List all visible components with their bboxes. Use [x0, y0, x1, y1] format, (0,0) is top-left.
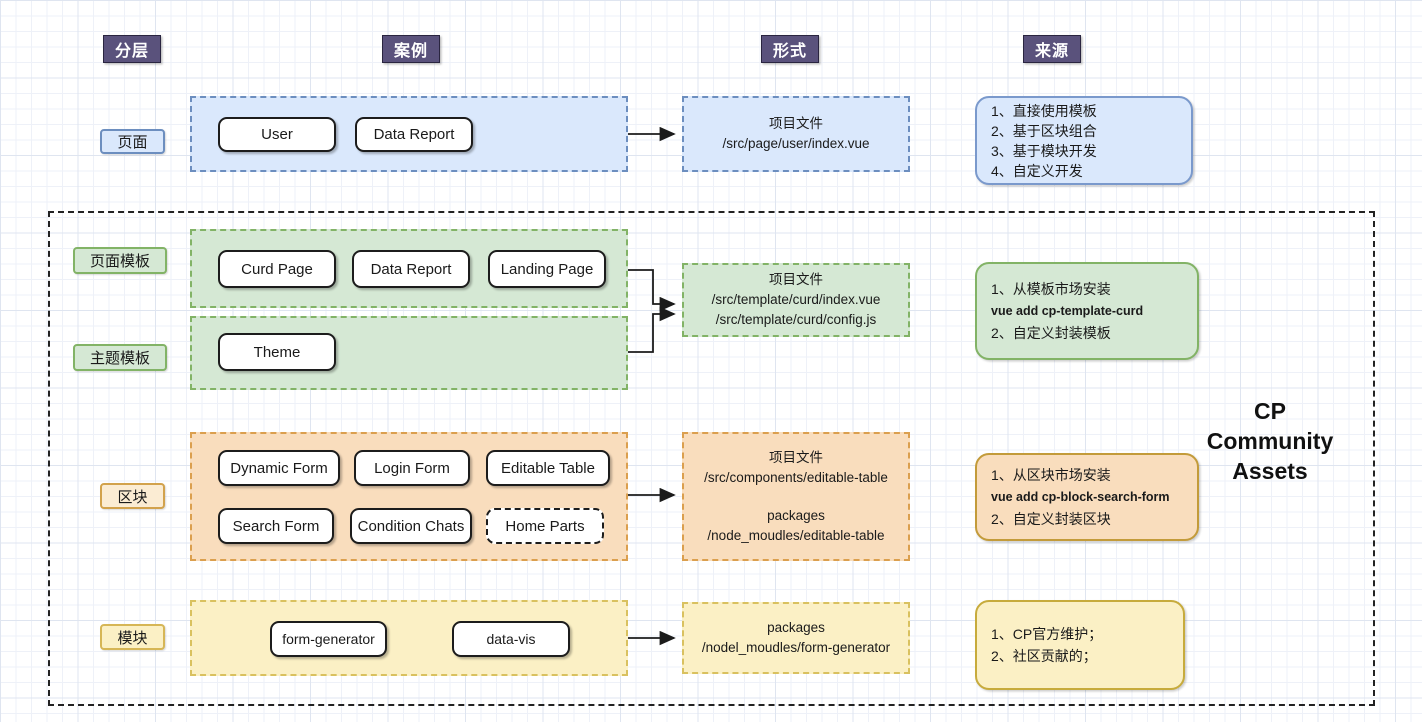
- form-box-page: 项目文件 /src/page/user/index.vue: [682, 96, 910, 172]
- row-label-block: 区块: [100, 483, 165, 509]
- source-box-page: 1、直接使用模板 2、基于区块组合 3、基于模块开发 4、自定义开发: [975, 96, 1193, 185]
- node-editable-table-label: Editable Table: [501, 459, 595, 477]
- community-boundary: [48, 211, 1375, 706]
- node-curd-page: Curd Page: [218, 250, 336, 288]
- node-dynamic-form-label: Dynamic Form: [230, 459, 328, 477]
- form-box-block: 项目文件 /src/components/editable-table pack…: [682, 432, 910, 561]
- source-box-block-line3: 2、自定义封装区块: [991, 511, 1111, 527]
- form-box-module-title: packages: [767, 620, 825, 635]
- node-home-parts: Home Parts: [486, 508, 604, 544]
- node-search-form: Search Form: [218, 508, 334, 544]
- source-box-page-line4: 4、自定义开发: [991, 162, 1083, 179]
- row-label-theme-template-text: 主题模板: [89, 350, 150, 367]
- source-box-block-line1: 1、从区块市场安装: [991, 467, 1111, 483]
- source-box-page-line2: 2、基于区块组合: [991, 122, 1097, 139]
- node-dynamic-form: Dynamic Form: [218, 450, 340, 486]
- community-assets-line3: Assets: [1232, 458, 1308, 484]
- column-header-source-label: 来源: [1034, 43, 1069, 60]
- node-form-generator: form-generator: [270, 621, 387, 657]
- column-header-form: 形式: [761, 35, 819, 63]
- form-box-page-path: /src/page/user/index.vue: [722, 136, 870, 151]
- column-header-source: 来源: [1023, 35, 1081, 63]
- community-assets-label: CP Community Assets: [1185, 396, 1355, 486]
- form-box-template-title: 项目文件: [769, 272, 823, 287]
- form-box-template-path2: /src/template/curd/config.js: [715, 312, 877, 327]
- row-label-page-template: 页面模板: [73, 247, 167, 274]
- node-data-report: Data Report: [355, 117, 473, 152]
- form-box-page-title: 项目文件: [769, 116, 823, 131]
- row-label-block-text: 区块: [117, 488, 148, 506]
- source-box-template: 1、从模板市场安装 vue add cp-template-curd 2、自定义…: [975, 262, 1199, 360]
- community-assets-line1: CP: [1254, 398, 1286, 424]
- source-box-block: 1、从区块市场安装 vue add cp-block-search-form 2…: [975, 453, 1199, 541]
- source-box-template-line3: 2、自定义封装模板: [991, 325, 1111, 341]
- node-curd-page-label: Curd Page: [241, 260, 313, 278]
- node-template-data-report: Data Report: [352, 250, 470, 288]
- node-home-parts-label: Home Parts: [505, 517, 585, 535]
- source-box-page-line1: 1、直接使用模板: [991, 102, 1097, 119]
- column-header-form-label: 形式: [772, 43, 807, 60]
- node-user-label: User: [261, 126, 293, 143]
- source-box-page-line3: 3、基于模块开发: [991, 142, 1097, 159]
- form-box-module-path: /nodel_moudles/form-generator: [701, 640, 891, 655]
- row-label-module: 模块: [100, 624, 165, 650]
- node-landing-page: Landing Page: [488, 250, 606, 288]
- source-box-module-line1: 1、CP官方维护；: [991, 626, 1103, 642]
- row-label-module-text: 模块: [117, 629, 148, 647]
- form-box-template-path1: /src/template/curd/index.vue: [711, 292, 881, 307]
- node-editable-table: Editable Table: [486, 450, 610, 486]
- form-box-block-title: 项目文件: [769, 449, 823, 465]
- source-box-module: 1、CP官方维护； 2、社区贡献的；: [975, 600, 1185, 690]
- node-theme: Theme: [218, 333, 336, 371]
- node-login-form-label: Login Form: [374, 459, 450, 477]
- node-form-generator-label: form-generator: [282, 631, 375, 647]
- node-data-vis-label: data-vis: [486, 631, 536, 647]
- node-condition-chats-label: Condition Chats: [357, 517, 465, 535]
- form-box-module: packages /nodel_moudles/form-generator: [682, 602, 910, 674]
- node-condition-chats: Condition Chats: [350, 508, 472, 544]
- community-assets-line2: Community: [1206, 428, 1334, 454]
- node-template-data-report-label: Data Report: [370, 260, 452, 278]
- node-landing-page-label: Landing Page: [500, 260, 594, 278]
- source-box-template-command: vue add cp-template-curd: [991, 304, 1144, 318]
- node-user: User: [218, 117, 336, 152]
- node-theme-label: Theme: [253, 343, 301, 361]
- form-box-template: 项目文件 /src/template/curd/index.vue /src/t…: [682, 263, 910, 337]
- node-data-report-label: Data Report: [373, 126, 455, 143]
- source-box-template-line1: 1、从模板市场安装: [991, 281, 1111, 297]
- node-search-form-label: Search Form: [232, 517, 320, 535]
- row-label-page-text: 页面: [117, 134, 148, 151]
- row-label-page: 页面: [100, 129, 165, 154]
- row-label-theme-template: 主题模板: [73, 344, 167, 371]
- row-label-page-template-text: 页面模板: [89, 253, 150, 270]
- form-box-block-path2: /node_moudles/editable-table: [707, 527, 885, 543]
- node-login-form: Login Form: [354, 450, 470, 486]
- column-header-layer-label: 分层: [114, 43, 149, 60]
- column-header-example-label: 案例: [393, 43, 428, 60]
- node-data-vis: data-vis: [452, 621, 570, 657]
- form-box-block-path1: /src/components/editable-table: [704, 469, 888, 485]
- column-header-layer: 分层: [103, 35, 161, 63]
- form-box-block-subtitle: packages: [767, 507, 825, 523]
- source-box-block-command: vue add cp-block-search-form: [991, 490, 1170, 504]
- source-box-module-line2: 2、社区贡献的；: [991, 648, 1097, 664]
- column-header-example: 案例: [382, 35, 440, 63]
